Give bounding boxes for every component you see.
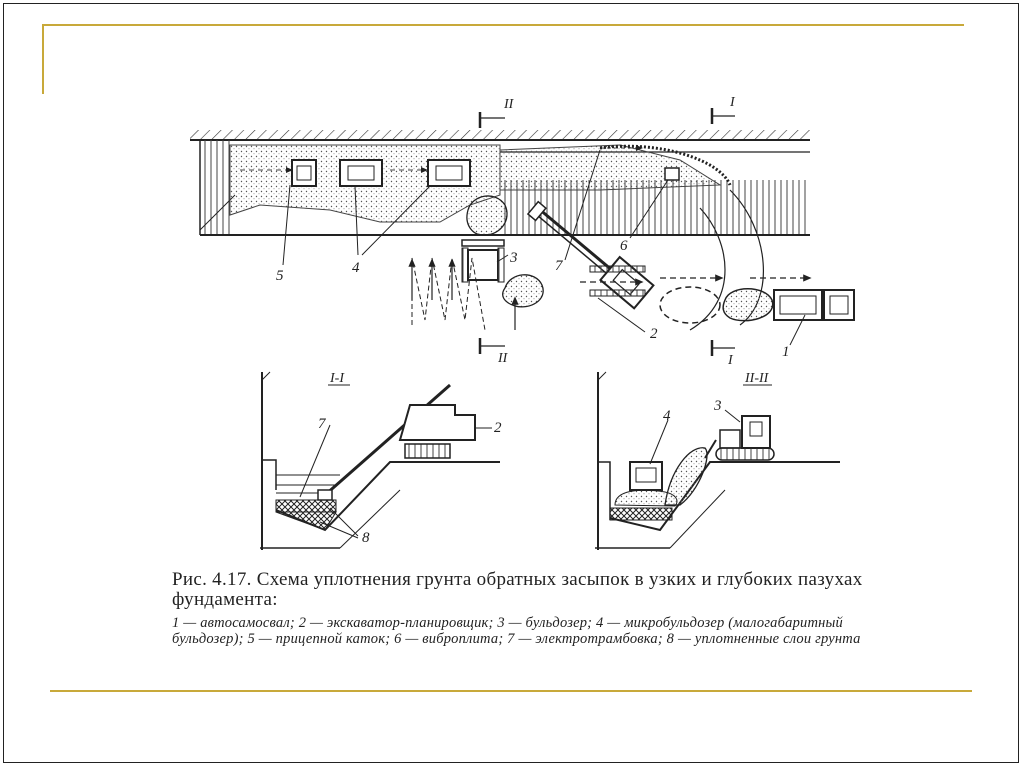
electric-rammer-icon: [317, 489, 333, 501]
vibro-plate-icon: [664, 167, 680, 181]
section-marker-I-bottom: I: [710, 340, 735, 368]
label-7-section: 7: [318, 416, 327, 432]
label-2-section: 2: [494, 420, 502, 436]
label-2: 2: [650, 326, 658, 342]
dump-truck-body: [773, 289, 823, 321]
section-II-II: II-II 3 4: [595, 371, 840, 550]
dumped-soil-outline: [659, 286, 721, 324]
bulldozer-path-zigzag: [411, 257, 486, 331]
soil-push-heap: [664, 447, 708, 506]
svg-text:II: II: [503, 97, 515, 112]
bulldozer-section: [719, 429, 741, 449]
label-1: 1: [782, 344, 790, 360]
dump-truck-cab: [823, 289, 855, 321]
trailer-roller-icon: [291, 159, 317, 187]
dumped-soil-heap: [722, 288, 774, 322]
bottom-accent-line: [50, 690, 972, 692]
label-4: 4: [352, 260, 360, 276]
compacted-layer-II: [609, 507, 673, 521]
label-4-section: 4: [663, 408, 671, 424]
micro-bulldozer-icon: [339, 159, 383, 187]
left-accent-line: [42, 24, 44, 94]
section-I-I-title: I-I: [329, 371, 345, 386]
bulldozer-plan-icon: [467, 249, 499, 281]
caption-title: Рис. 4.17. Схема уплотнения грунта обрат…: [172, 569, 863, 610]
excavator-body-I: [398, 404, 476, 441]
plan-top-ground: [190, 130, 810, 140]
excavator-arm-I: [324, 383, 451, 497]
compacted-layer-I: [275, 499, 337, 513]
caption-legend: 1 — автосамосвал; 2 — экскаватор-планиро…: [172, 615, 861, 647]
figure-caption: Рис. 4.17. Схема уплотнения грунта обрат…: [172, 569, 872, 648]
label-3: 3: [509, 250, 518, 266]
section-II-II-title: II-II: [744, 371, 770, 386]
section-I-I: I-I 2 7 8: [260, 371, 502, 550]
svg-text:I: I: [727, 353, 734, 368]
micro-bulldozer-section: [629, 461, 663, 491]
label-8: 8: [362, 530, 370, 546]
label-6: 6: [620, 238, 628, 254]
svg-text:II: II: [497, 351, 509, 366]
plan-soil-heap: [466, 195, 508, 236]
bulldozer-soil-pile: [502, 274, 544, 308]
label-3-section: 3: [713, 398, 722, 414]
label-7: 7: [555, 258, 564, 274]
top-accent-line: [42, 24, 964, 26]
micro-bulldozer-icon-2: [427, 159, 471, 187]
plan-view: II I II I 5 4 7 6 2 1 3: [190, 95, 855, 368]
label-5: 5: [276, 268, 284, 284]
section-marker-II-bottom: II: [478, 338, 509, 366]
slide-frame: [3, 3, 1019, 763]
excavator-boom-arc: [599, 144, 732, 186]
plan-left-stripes: [200, 140, 230, 235]
section-marker-II-top: II: [478, 97, 515, 128]
svg-text:I: I: [729, 95, 736, 110]
section-marker-I-top: I: [710, 95, 736, 124]
